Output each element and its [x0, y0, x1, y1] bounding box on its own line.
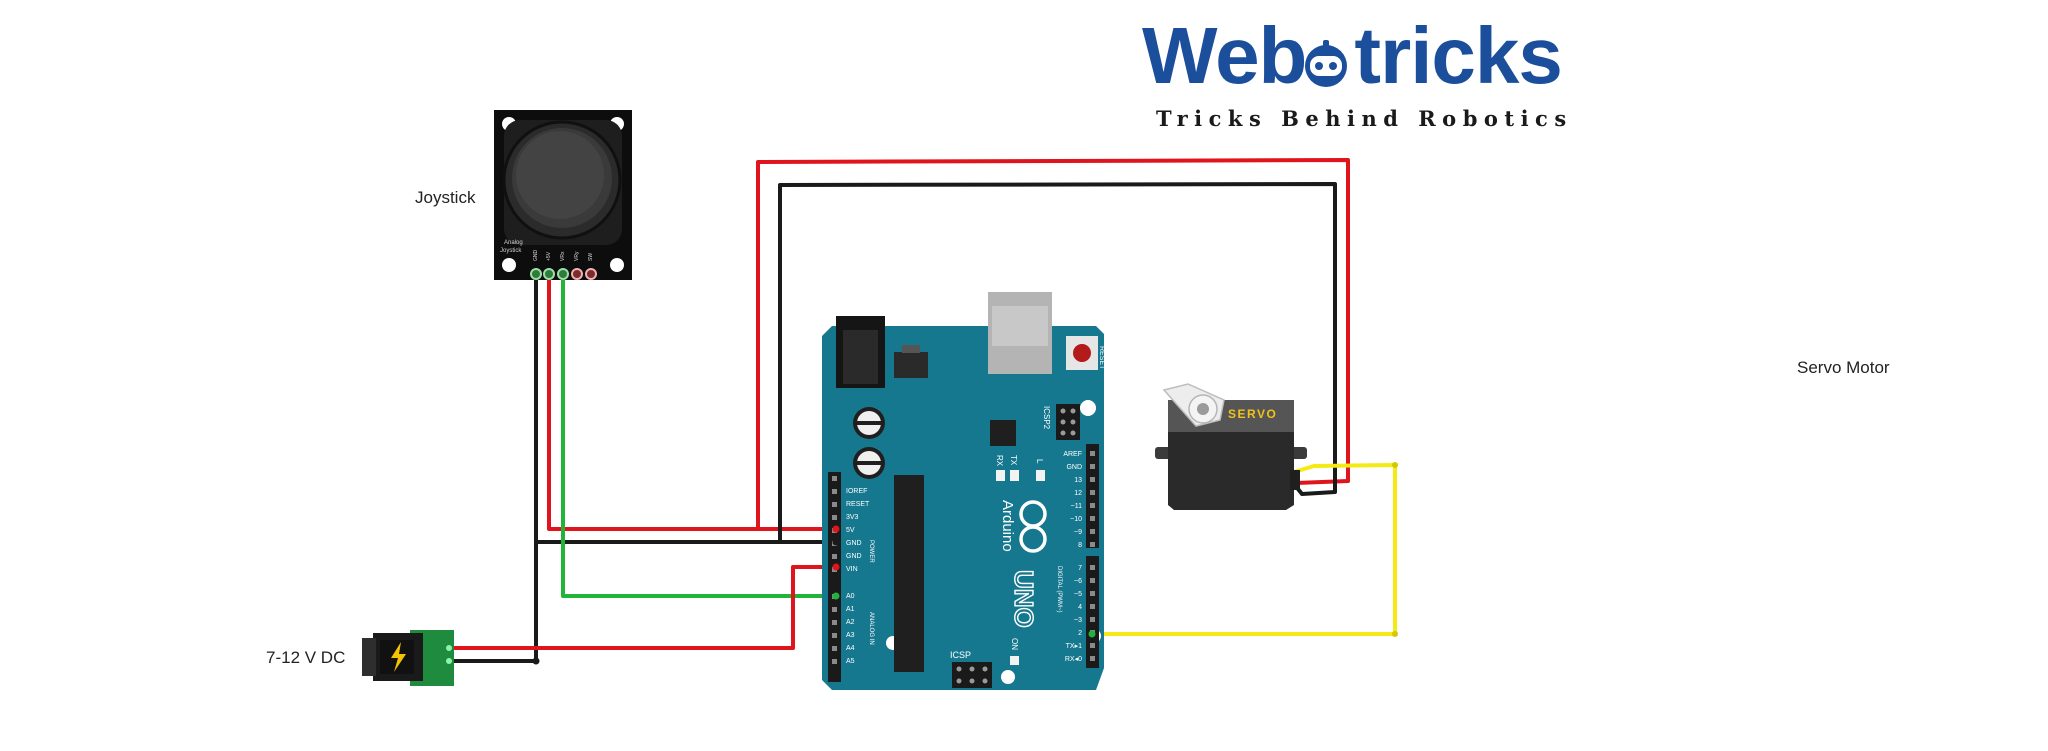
arduino-model: UNO [1009, 570, 1039, 628]
joystick-pin-vrx-label: VRx [560, 251, 566, 261]
pin-d6-label: ~6 [1074, 578, 1082, 585]
pin-reset-label: RESET [846, 501, 870, 508]
logo-tagline: Tricks Behind Robotics [1156, 106, 1573, 131]
pin-d1-label: TX▸1 [1066, 643, 1082, 650]
digital-title: DIGITAL (PWM~) [1056, 566, 1062, 613]
pin-aref-label: AREF [1063, 451, 1082, 458]
pin-gnd3-label: GND [1066, 464, 1082, 471]
wire-dc-gnd [446, 540, 538, 663]
pin-d2-label: 2 [1078, 630, 1082, 637]
joystick-label: Joystick [415, 188, 476, 207]
servo-motor: SERVO [1155, 383, 1307, 510]
rx-label: RX [995, 455, 1004, 467]
pin-gnd1-label: GND [846, 540, 862, 547]
pin-d0-label: RX◂0 [1065, 656, 1082, 663]
digital-header-pins [1090, 451, 1095, 661]
pin-d11-label: ~11 [1071, 503, 1082, 510]
joystick-silk-2: Joystick [500, 248, 522, 254]
joystick-module: Analog Joystick GND +5V VRx VRy SW [494, 110, 632, 280]
joystick-pin-sw-label: SW [588, 253, 594, 261]
pin-d3-label: ~3 [1074, 617, 1082, 624]
l-label: L [1035, 459, 1044, 464]
pin-3v3-label: 3V3 [846, 514, 859, 521]
reset-button [1073, 344, 1091, 362]
dc-power-jack [362, 630, 454, 686]
joystick-pin-vry-label: VRy [574, 251, 580, 261]
arduino-infinity-icon [1019, 500, 1047, 553]
wire-servo-gnd [778, 182, 1337, 544]
pin-a0-label: A0 [846, 593, 855, 600]
pin-a5-label: A5 [846, 658, 855, 665]
logo-brand-right: tricks [1354, 11, 1562, 100]
joystick-pin-gnd-label: GND [533, 250, 539, 262]
wire-joystick-gnd [534, 272, 838, 544]
joystick-pin-5v-label: +5V [546, 251, 552, 261]
pin-gnd2-label: GND [846, 553, 862, 560]
pin-a2-label: A2 [846, 619, 855, 626]
pin-vin-label: VIN [846, 566, 858, 573]
pin-d4-label: 4 [1078, 604, 1082, 611]
on-label: ON [1010, 638, 1019, 650]
arduino-brand: Arduino [999, 500, 1016, 552]
wires [446, 158, 1398, 665]
icsp-label: ICSP [950, 650, 971, 660]
joystick-silk-1: Analog [504, 240, 523, 246]
icsp2-label: ICSP2 [1042, 406, 1051, 430]
analog-title: ANALOG IN [868, 612, 874, 645]
pin-d9-label: ~9 [1074, 529, 1082, 536]
power-label: 7-12 V DC [266, 648, 346, 667]
tx-label: TX [1009, 455, 1018, 466]
pin-d5-label: ~5 [1074, 591, 1082, 598]
pin-a1-label: A1 [846, 606, 855, 613]
logo-robot-icon [1305, 40, 1347, 87]
reset-label: RESET [1098, 346, 1105, 370]
pin-ioref-label: IOREF [846, 488, 867, 495]
pin-d8-label: 8 [1078, 542, 1082, 549]
pin-d10-label: ~10 [1070, 516, 1082, 523]
wire-joystick-5v [547, 272, 838, 531]
wire-joystick-vrx [561, 272, 838, 598]
pin-5v-label: 5V [846, 527, 855, 534]
wire-dc-vin [446, 565, 838, 650]
pin-d12-label: 12 [1074, 490, 1082, 497]
power-title: POWER [868, 540, 874, 563]
pin-d7-label: 7 [1078, 565, 1082, 572]
lightning-icon [391, 642, 406, 672]
logo-brand-left: Web [1142, 11, 1307, 100]
pin-a3-label: A3 [846, 632, 855, 639]
servo-label: Servo Motor [1797, 358, 1890, 377]
pin-a4-label: A4 [846, 645, 855, 652]
arduino-uno-board: RESET RX TX L ON ICSP2 ICSP [822, 292, 1105, 690]
pin-d13-label: 13 [1074, 477, 1082, 484]
servo-brand: SERVO [1228, 407, 1277, 421]
logo-brand: Web tricks [1142, 10, 1563, 102]
